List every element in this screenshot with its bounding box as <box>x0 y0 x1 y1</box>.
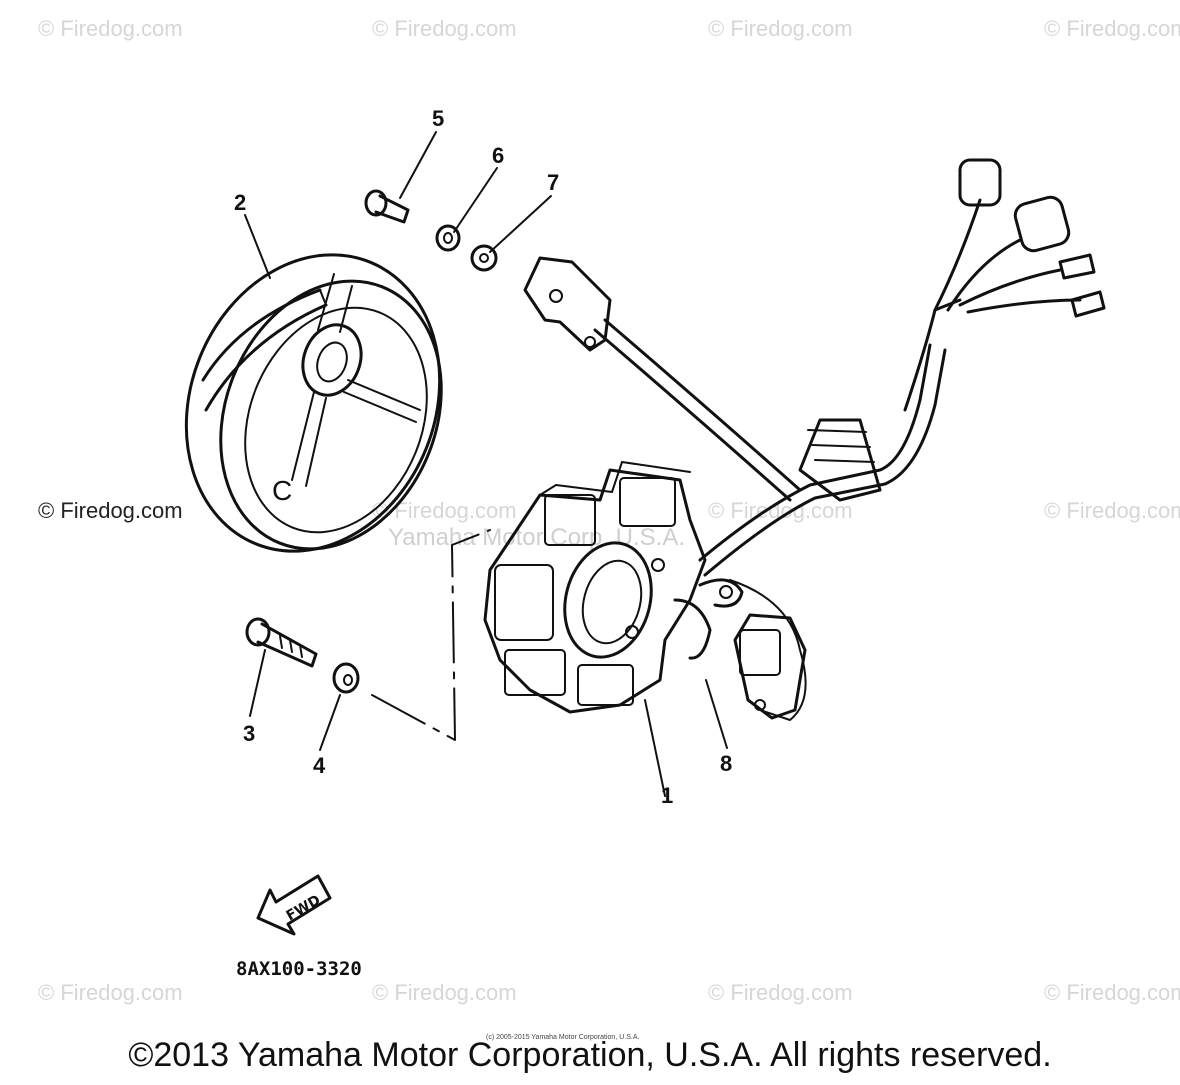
assembly-leader-line <box>371 529 491 741</box>
washer-upper-a-drawing <box>435 224 461 252</box>
pickup-coil-top-drawing <box>523 256 612 352</box>
watermark-center-text: Yamaha Motor Corp. U.S.A. <box>388 524 685 551</box>
washer-upper-b-drawing <box>470 244 498 272</box>
flywheel-rotor-drawing: C <box>184 253 443 553</box>
watermark-row-middle: © Firedog.com © Firedog.com © Firedog.co… <box>38 498 1180 551</box>
callout-6: 6 <box>492 143 504 168</box>
callout-7: 7 <box>547 170 559 195</box>
callout-8: 8 <box>720 751 732 776</box>
flywheel-mark: C <box>272 475 292 506</box>
bolt-lower-drawing <box>245 617 318 668</box>
callout-1: 1 <box>661 783 673 808</box>
wiring-harness-drawing <box>593 158 1106 721</box>
callout-leaders <box>244 131 728 797</box>
callout-3: 3 <box>243 721 255 746</box>
watermark-text: © Firedog.com <box>708 980 853 1005</box>
watermark-text: © Firedog.com <box>1044 16 1180 41</box>
screw-upper-drawing <box>364 189 410 224</box>
fwd-label: FWD <box>284 892 324 924</box>
watermark-text: © Firedog.com <box>372 16 517 41</box>
callout-labels: 2 5 6 7 3 4 1 8 <box>234 106 732 808</box>
tiny-copyright-note: (c) 2005-2015 Yamaha Motor Corporation, … <box>486 1034 640 1041</box>
watermark-text: © Firedog.com <box>1044 498 1180 523</box>
forward-arrow-icon: FWD <box>256 874 332 936</box>
diagram-code: 8AX100-3320 <box>236 958 362 980</box>
watermark-text: © Firedog.com <box>38 980 183 1005</box>
watermark-row-bottom: © Firedog.com © Firedog.com © Firedog.co… <box>38 980 1180 1005</box>
pickup-coil-right-drawing <box>733 613 807 720</box>
watermark-text: © Firedog.com <box>372 980 517 1005</box>
washer-lower-drawing <box>332 662 360 694</box>
watermark-text: © Firedog.com <box>708 16 853 41</box>
callout-2: 2 <box>234 190 246 215</box>
callout-4: 4 <box>313 753 326 778</box>
watermark-row-top: © Firedog.com © Firedog.com © Firedog.co… <box>38 16 1180 41</box>
watermark-text-left: © Firedog.com <box>38 498 183 523</box>
watermark-text: © Firedog.com <box>1044 980 1180 1005</box>
watermark-text: © Firedog.com <box>372 498 517 523</box>
stator-drawing <box>483 461 744 714</box>
callout-5: 5 <box>432 106 444 131</box>
copyright-footer: ©2013 Yamaha Motor Corporation, U.S.A. A… <box>128 1036 1052 1074</box>
watermark-text: © Firedog.com <box>38 16 183 41</box>
